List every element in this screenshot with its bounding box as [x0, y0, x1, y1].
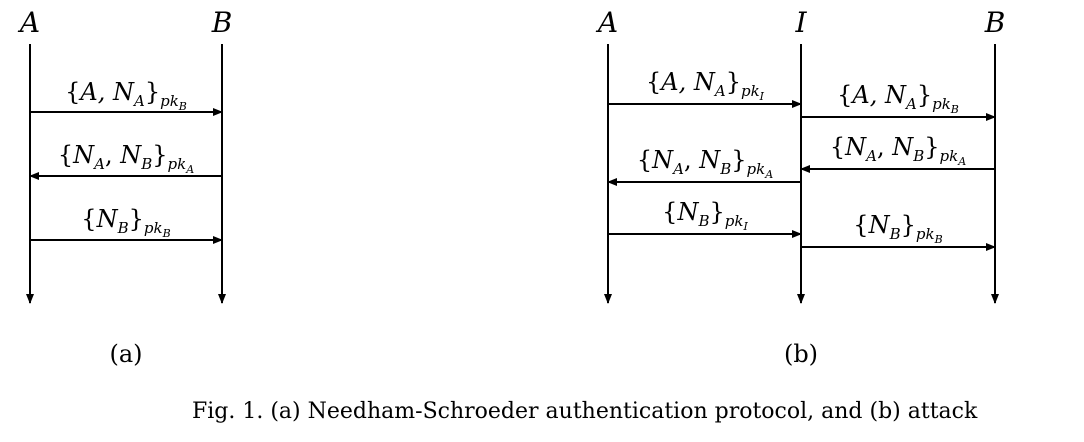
participant-a-label: A: [595, 6, 618, 39]
message-label-3: {NA, NB}pkA: [830, 133, 966, 168]
message-label-2: {A, NA}pkB: [837, 81, 959, 116]
diagram-a: A B {A, NA}pkB {NA, NB}pkA {NB}pkB (a): [17, 6, 232, 368]
message-label-6: {NB}pkB: [853, 211, 942, 246]
figure-caption: Fig. 1. (a) Needham-Schroeder authentica…: [192, 399, 978, 424]
participant-b-label: B: [211, 6, 233, 39]
participant-a-label: A: [17, 6, 40, 39]
participant-b-label: B: [984, 6, 1006, 39]
message-label-5: {NB}pkI: [662, 198, 748, 233]
caption-a: (a): [109, 340, 142, 368]
caption-b: (b): [784, 340, 818, 368]
message-label-3: {NB}pkB: [81, 205, 170, 240]
diagram-b: A I B {A, NA}pkI {A, NA}pkB {NA, NB}pkA …: [595, 6, 1005, 368]
participant-i-label: I: [794, 6, 807, 39]
message-label-1: {A, NA}pkB: [65, 78, 187, 113]
message-label-1: {A, NA}pkI: [646, 68, 765, 103]
message-label-2: {NA, NB}pkA: [58, 141, 194, 176]
message-label-4: {NA, NB}pkA: [637, 146, 773, 181]
